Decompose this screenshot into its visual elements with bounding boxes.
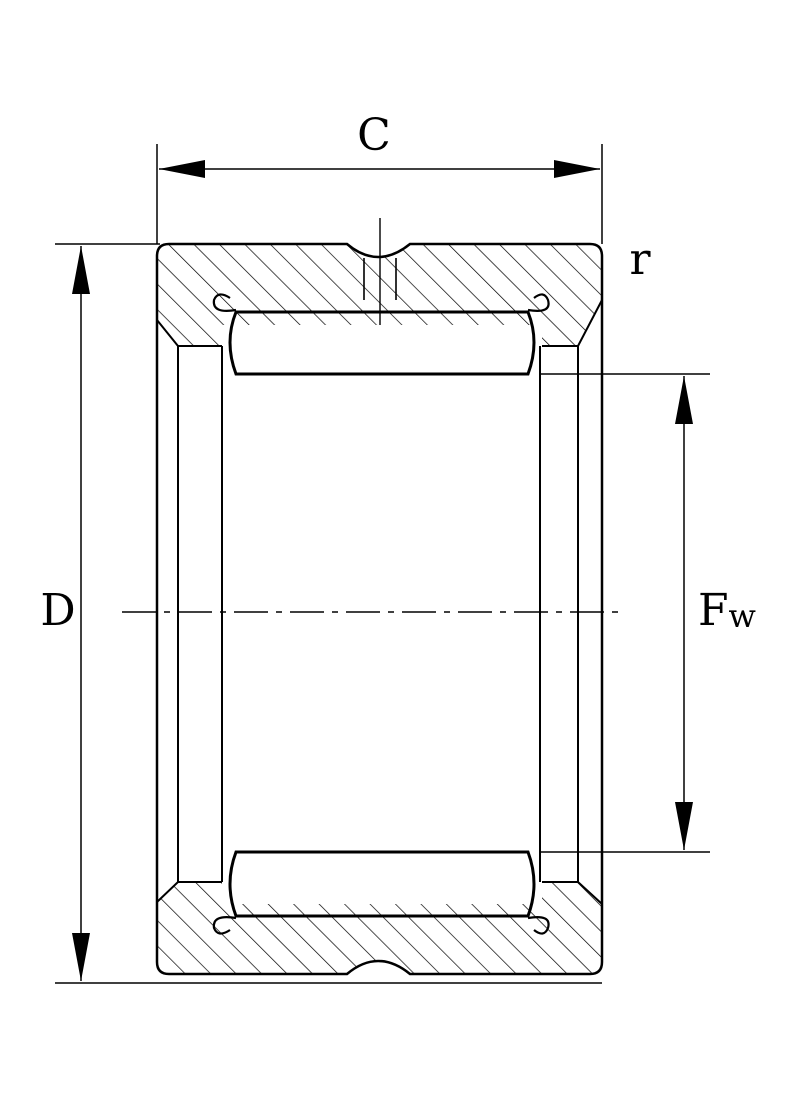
dimension-fw: Fw	[540, 373, 756, 853]
shell-walls	[177, 346, 579, 882]
top-roller-body	[228, 310, 536, 376]
d-arrow-bottom	[72, 933, 90, 981]
fw-arrow-bottom	[675, 802, 693, 850]
label-fw-sub: w	[729, 597, 756, 635]
top-cage-lip-left	[212, 293, 237, 312]
label-c: C	[357, 110, 391, 161]
bottom-cage-lip-right	[527, 916, 550, 935]
bottom-cage-lip-left	[212, 916, 237, 935]
label-fw: Fw	[698, 585, 756, 636]
dimension-d: D	[40, 243, 602, 984]
c-arrow-left	[159, 160, 205, 178]
top-cage-lip-right	[527, 293, 550, 312]
outer-shell-outline	[155, 242, 604, 976]
bottom-roller-body	[228, 850, 536, 918]
top-roller	[212, 293, 550, 376]
bottom-shell-section	[157, 882, 602, 974]
bottom-roller	[212, 850, 550, 935]
c-arrow-right	[554, 160, 600, 178]
label-d: D	[40, 585, 75, 636]
dimension-c: C	[156, 110, 603, 244]
label-fw-main: F	[698, 585, 729, 636]
fw-arrow-top	[675, 376, 693, 424]
d-arrow-top	[72, 246, 90, 294]
top-shell-groove	[363, 258, 397, 300]
label-r: r	[629, 234, 651, 285]
